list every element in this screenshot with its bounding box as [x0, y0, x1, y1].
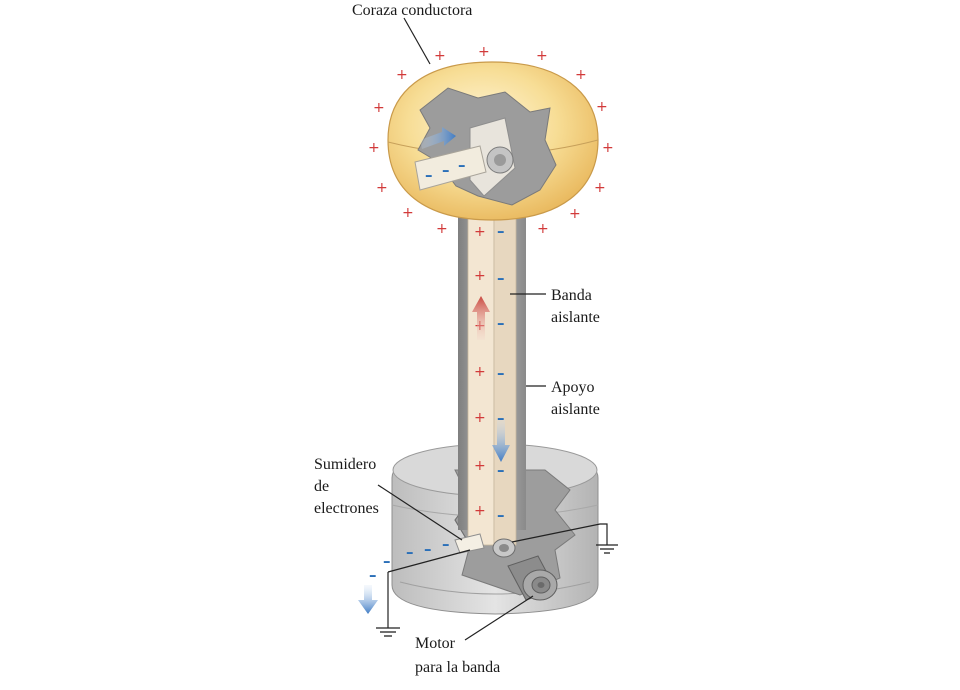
svg-text:+: +: [596, 99, 608, 115]
shell-leader: [403, 17, 431, 65]
svg-text:+: +: [569, 206, 581, 222]
label-insulating-support: Apoyo: [551, 379, 595, 396]
escaping-electrons: – – – – –: [369, 535, 450, 584]
label-belt-motor: Motor: [415, 635, 456, 652]
label-insulating-belt: Banda: [551, 287, 592, 304]
svg-text:+: +: [537, 221, 549, 237]
svg-text:–: –: [406, 543, 414, 561]
insulating-belt: [467, 204, 495, 546]
svg-text:+: +: [536, 48, 548, 64]
sink-leader: [377, 484, 463, 541]
svg-text:–: –: [383, 552, 391, 570]
svg-text:+: +: [474, 364, 486, 380]
lower-mechanism: [454, 533, 558, 601]
blue-down-arrow-icon: [358, 585, 378, 614]
motor-leader: [464, 595, 534, 641]
label-electron-sink: Sumidero: [314, 456, 376, 473]
svg-text:–: –: [497, 461, 505, 479]
svg-text:–: –: [442, 535, 450, 553]
svg-text:+: +: [474, 224, 486, 240]
svg-text:–: –: [424, 540, 432, 558]
conductive-shell: – – –: [387, 61, 599, 221]
label-belt-motor-2: para la banda: [415, 659, 500, 676]
red-up-arrow-icon: [472, 296, 490, 340]
svg-text:–: –: [497, 364, 505, 382]
svg-text:+: +: [474, 458, 486, 474]
svg-text:+: +: [575, 67, 587, 83]
svg-text:–: –: [369, 566, 377, 584]
svg-text:–: –: [497, 506, 505, 524]
svg-text:+: +: [602, 140, 614, 156]
svg-text:+: +: [474, 503, 486, 519]
blue-down-arrow-icon: [492, 420, 510, 462]
shell-charges: + + + + + + + + + + + + + + +: [368, 44, 614, 237]
svg-text:+: +: [376, 180, 388, 196]
svg-text:+: +: [396, 67, 408, 83]
belt-motor: [507, 555, 558, 601]
svg-text:+: +: [373, 100, 385, 116]
electron-sink: [454, 533, 485, 554]
label-electron-sink-2: de: [314, 478, 329, 495]
insulating-support: [458, 204, 526, 546]
svg-text:–: –: [442, 161, 450, 179]
svg-text:+: +: [402, 205, 414, 221]
svg-text:+: +: [478, 44, 490, 60]
ground-icon: [596, 544, 618, 554]
label-insulating-support-2: aislante: [551, 401, 600, 418]
svg-text:–: –: [497, 222, 505, 240]
svg-text:–: –: [497, 269, 505, 287]
label-electron-sink-3: electrones: [314, 500, 379, 517]
svg-text:+: +: [594, 180, 606, 196]
svg-text:–: –: [425, 166, 433, 184]
svg-text:–: –: [458, 156, 466, 174]
ground-icon: [376, 627, 400, 637]
svg-text:+: +: [436, 221, 448, 237]
svg-text:–: –: [497, 314, 505, 332]
svg-text:+: +: [474, 410, 486, 426]
svg-text:+: +: [434, 48, 446, 64]
label-conductive-shell: Coraza conductora: [352, 2, 472, 19]
svg-text:–: –: [497, 409, 505, 427]
svg-text:+: +: [368, 140, 380, 156]
svg-text:+: +: [474, 268, 486, 284]
label-insulating-belt-2: aislante: [551, 309, 600, 326]
ground-wires: [387, 523, 608, 628]
